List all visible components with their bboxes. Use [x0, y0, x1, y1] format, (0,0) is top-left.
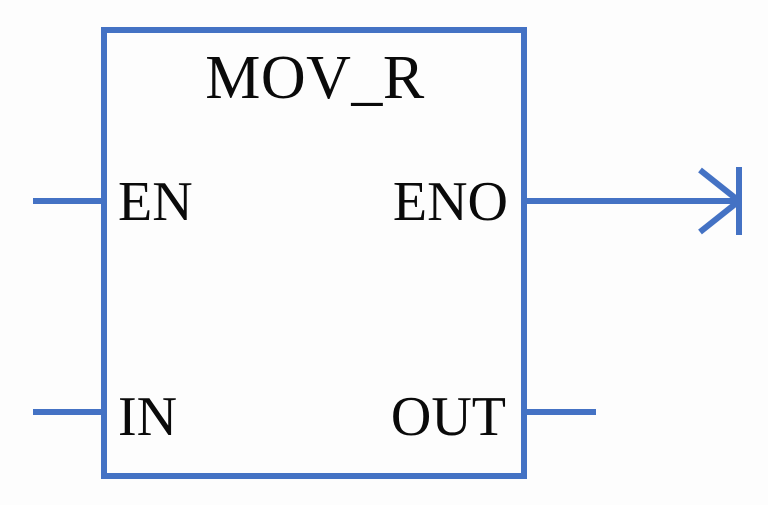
function-block-title: MOV_R [205, 44, 425, 112]
pin-label-en: EN [118, 171, 193, 233]
pin-label-in: IN [118, 386, 178, 448]
function-block-body[interactable] [101, 27, 527, 479]
eno-arrowhead-upper-icon [698, 167, 741, 204]
pin-label-out: OUT [390, 386, 506, 448]
eno-arrowhead-lower-icon [698, 198, 741, 235]
pin-label-eno: ENO [392, 171, 508, 233]
